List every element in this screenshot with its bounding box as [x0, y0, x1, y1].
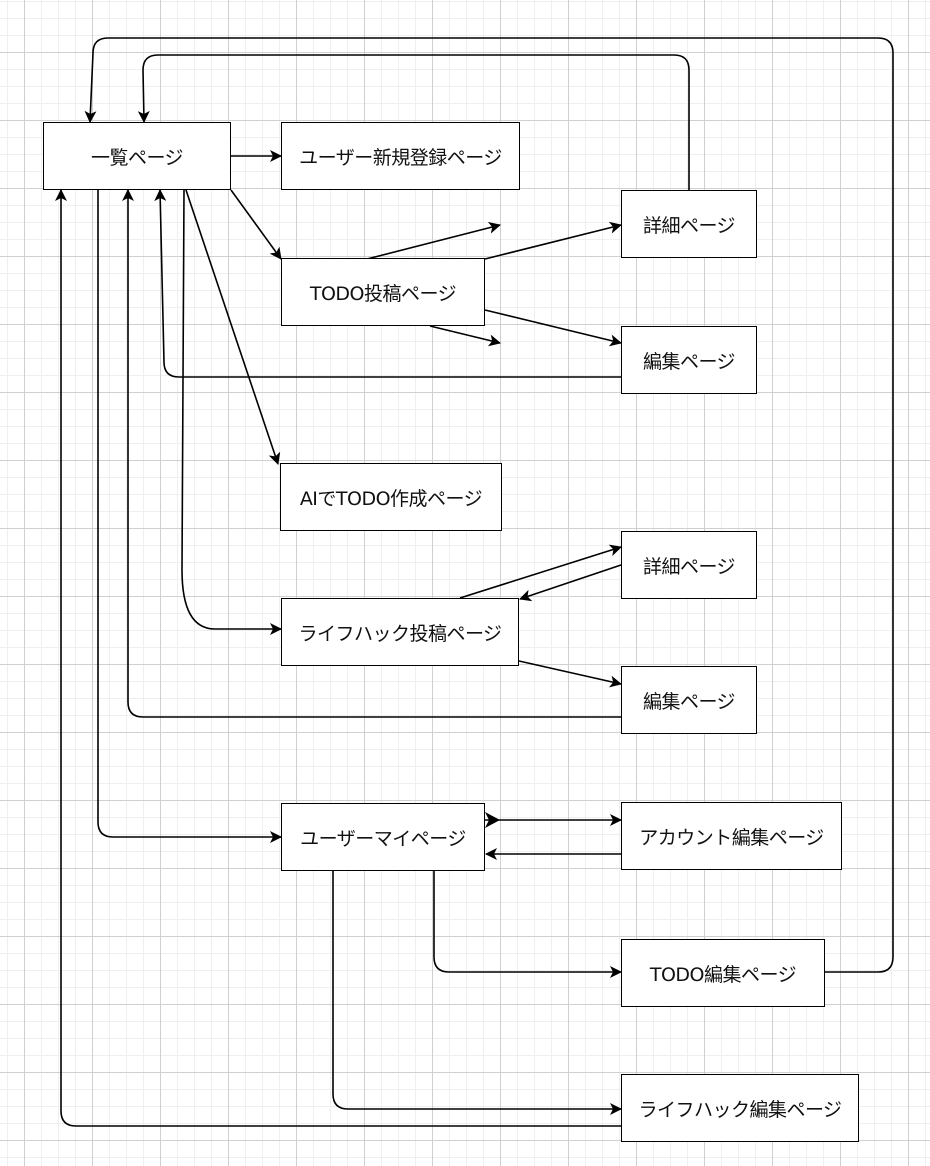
edge-lifehack-post-to-detail	[459, 544, 622, 599]
edge-todo-post-stray-bottom	[429, 325, 501, 347]
node-label: 編集ページ	[642, 350, 736, 373]
node-label: TODO編集ページ	[649, 963, 797, 986]
node-label: ユーザーマイページ	[300, 827, 466, 850]
edge-lifehack-edit-to-list-outer	[55, 189, 621, 1127]
edge-todo-edit-to-list	[154, 189, 621, 378]
node-label: 詳細ページ	[642, 555, 736, 578]
node-label: AIでTODO作成ページ	[299, 487, 483, 510]
node-mypage-todo-edit-page[interactable]: TODO編集ページ	[621, 939, 825, 1007]
node-label: 一覧ページ	[90, 146, 184, 169]
edge-lifehack-post-to-edit	[518, 660, 622, 688]
edge-todo-detail-to-list	[137, 54, 690, 190]
node-mypage-lifehack-edit-page[interactable]: ライフハック編集ページ	[621, 1074, 859, 1142]
node-label: 編集ページ	[642, 690, 736, 713]
edge-todo-post-stray-top	[366, 221, 501, 260]
edge-list-to-todo-post	[230, 189, 282, 260]
node-ai-todo-page[interactable]: AIでTODO作成ページ	[280, 463, 502, 531]
edge-lifehack-edit-to-list	[122, 189, 621, 718]
node-label: ライフハック投稿ページ	[298, 622, 502, 645]
edge-mypage-to-lifehack-edit	[332, 870, 622, 1115]
node-label: アカウント編集ページ	[639, 826, 824, 849]
node-account-edit-page[interactable]: アカウント編集ページ	[621, 802, 842, 870]
edge-list-to-lifehack-post	[181, 189, 282, 635]
node-lifehack-edit-page[interactable]: 編集ページ	[621, 666, 757, 734]
node-label: TODO投稿ページ	[309, 282, 457, 305]
node-lifehack-detail-page[interactable]: 詳細ページ	[621, 531, 757, 599]
edge-list-to-ai-todo	[185, 189, 281, 465]
edge-lifehack-detail-to-post	[519, 564, 622, 602]
node-list-page[interactable]: 一覧ページ	[43, 122, 231, 190]
edge-todo-post-to-edit	[484, 309, 622, 347]
node-lifehack-post-page[interactable]: ライフハック投稿ページ	[281, 598, 519, 666]
node-label: ライフハック編集ページ	[638, 1098, 842, 1121]
node-label: ユーザー新規登録ページ	[299, 146, 502, 169]
arrowhead-mypage-right	[485, 812, 500, 828]
edge-list-to-user-mypage	[97, 190, 282, 843]
edge-todo-edit-to-list-outer	[84, 37, 894, 973]
node-label: 詳細ページ	[642, 214, 736, 237]
node-todo-edit-page[interactable]: 編集ページ	[621, 326, 757, 394]
edge-mypage-to-todo-edit	[433, 870, 622, 978]
node-todo-detail-page[interactable]: 詳細ページ	[621, 190, 757, 258]
edge-todo-post-to-detail	[484, 221, 622, 260]
node-user-register-page[interactable]: ユーザー新規登録ページ	[281, 122, 520, 190]
node-todo-post-page[interactable]: TODO投稿ページ	[281, 258, 485, 326]
node-user-mypage[interactable]: ユーザーマイページ	[281, 803, 485, 871]
